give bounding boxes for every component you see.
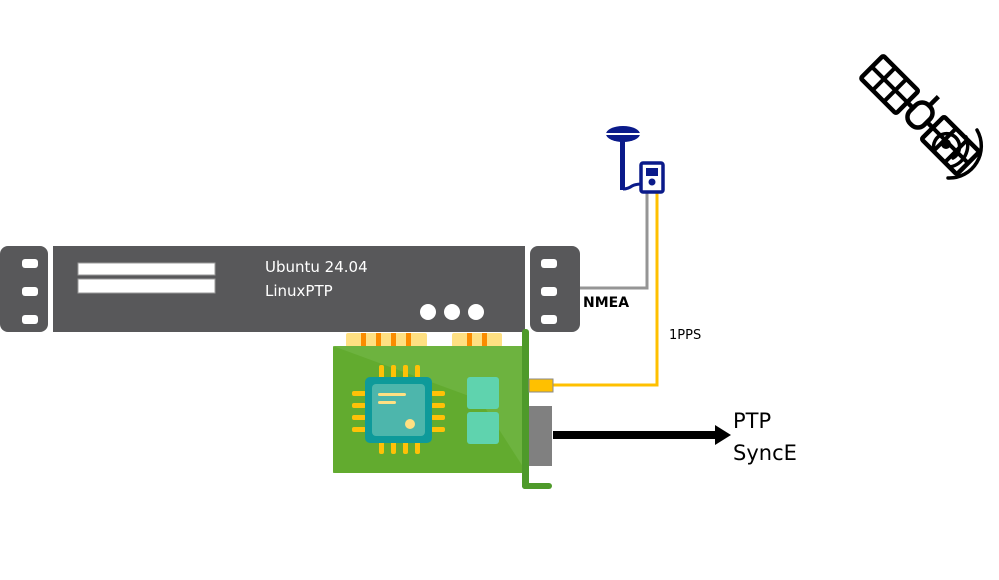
ptp-label: PTP bbox=[733, 409, 771, 433]
edge-connector bbox=[452, 333, 502, 347]
chip-pins bbox=[352, 365, 445, 454]
indicator-light bbox=[420, 304, 436, 320]
chip-dot bbox=[405, 419, 415, 429]
ptp-synce-output-arrow bbox=[553, 425, 731, 445]
memory-block bbox=[467, 377, 499, 409]
chip-marking bbox=[378, 401, 396, 404]
pps-label: 1PPS bbox=[669, 328, 701, 343]
connector-pin bbox=[376, 333, 381, 347]
pps-port bbox=[528, 378, 554, 393]
signal-waves-icon bbox=[931, 128, 984, 180]
antenna-mast bbox=[620, 140, 625, 190]
server-rack: Ubuntu 24.04 LinuxPTP bbox=[0, 246, 580, 332]
nmea-cable bbox=[580, 192, 649, 290]
nic-chip-die bbox=[372, 384, 425, 436]
connector-pin bbox=[406, 333, 411, 347]
rack-slot bbox=[22, 315, 38, 324]
nic-bracket bbox=[522, 329, 529, 489]
satellite-icon bbox=[859, 54, 981, 176]
ethernet-port bbox=[529, 406, 552, 466]
drive-bay bbox=[77, 278, 216, 294]
receiver-button bbox=[648, 178, 656, 186]
nmea-label: NMEA bbox=[583, 295, 629, 311]
connector-pin bbox=[391, 333, 396, 347]
solar-panel bbox=[859, 54, 921, 116]
arrow-head bbox=[715, 425, 731, 445]
server-os-label: Ubuntu 24.04 bbox=[265, 258, 368, 276]
gnss-antenna-receiver-icon bbox=[606, 126, 665, 194]
arrow-shaft bbox=[553, 431, 718, 439]
rack-slot bbox=[22, 259, 38, 268]
connector-pin bbox=[361, 333, 366, 347]
indicator-light bbox=[444, 304, 460, 320]
rack-slot bbox=[541, 315, 557, 324]
nic-bracket-foot bbox=[522, 483, 552, 489]
server-software-label: LinuxPTP bbox=[265, 282, 333, 300]
antenna-dish-line bbox=[606, 133, 640, 135]
rack-slot bbox=[541, 259, 557, 268]
antenna-cable bbox=[622, 182, 642, 191]
rack-slot bbox=[22, 287, 38, 296]
rack-slot bbox=[541, 287, 557, 296]
synce-label: SyncE bbox=[733, 441, 797, 465]
receiver-body bbox=[639, 161, 665, 194]
drive-bay bbox=[77, 262, 216, 276]
edge-connector bbox=[346, 333, 427, 347]
indicator-light bbox=[468, 304, 484, 320]
pps-cable bbox=[552, 192, 659, 387]
connector-pin bbox=[467, 333, 472, 347]
receiver-screen bbox=[646, 168, 658, 176]
chip-marking bbox=[378, 393, 406, 396]
memory-block bbox=[467, 412, 499, 444]
network-interface-card-icon bbox=[333, 329, 554, 489]
connector-pin bbox=[482, 333, 487, 347]
